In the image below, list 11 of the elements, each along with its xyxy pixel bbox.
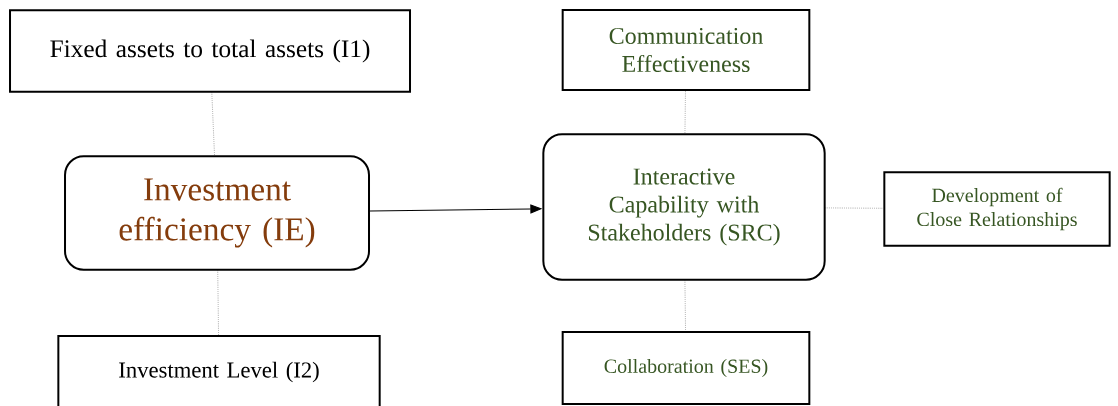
connector-line bbox=[684, 90, 686, 134]
concept-box: Collaboration (SES) bbox=[561, 331, 811, 405]
concept-box: Fixed assets to total assets (I1) bbox=[9, 9, 411, 93]
concept-box: Development of Close Relationships bbox=[883, 171, 1111, 247]
concept-box: Communication Effectiveness bbox=[561, 9, 811, 91]
connector-line bbox=[825, 207, 884, 209]
construct-box: Investment efficiency (IE) bbox=[64, 155, 370, 271]
construct-box: Interactive Capability with Stakeholders (SRC) bbox=[542, 133, 826, 281]
connector-line bbox=[217, 270, 219, 336]
connector-line bbox=[684, 280, 686, 332]
concept-box: Investment Level (I2) bbox=[57, 335, 381, 406]
